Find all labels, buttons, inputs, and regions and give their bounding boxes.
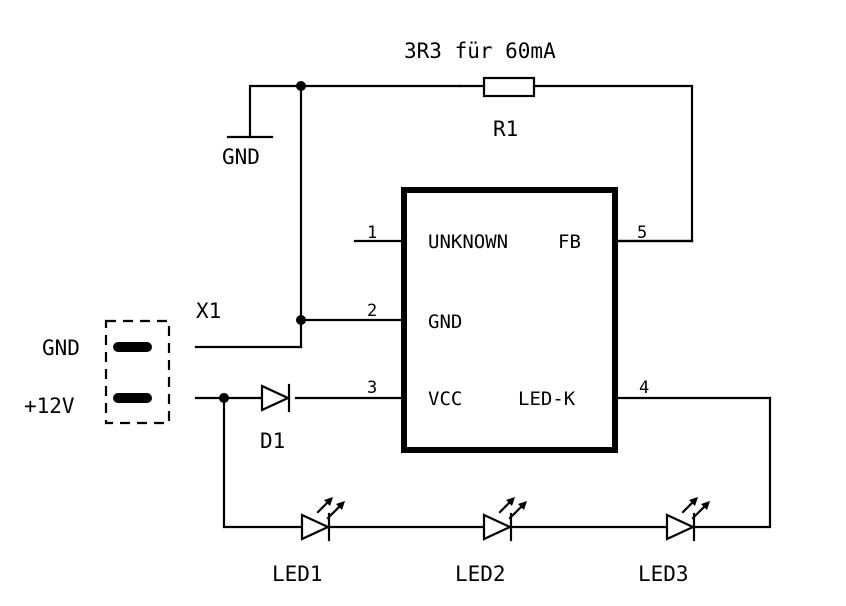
- ic-pin-4: 4 LED-K: [518, 378, 772, 410]
- connector-x1: X1 GND +12V: [24, 299, 221, 425]
- led-label: LED2: [455, 562, 506, 586]
- ic-pin-1: 1 UNKNOWN: [353, 223, 508, 253]
- ic-pin-3: 3 VCC: [294, 378, 462, 410]
- pin-number: 3: [367, 378, 377, 398]
- pin-label-led-k: LED-K: [518, 388, 576, 410]
- pin-label-vcc: VCC: [428, 388, 462, 410]
- pin-label-unknown: UNKNOWN: [428, 231, 508, 253]
- connector-pin-gnd: GND: [42, 336, 80, 360]
- diode-name: D1: [260, 429, 285, 453]
- resistor-name: R1: [493, 117, 518, 141]
- top-net: [248, 84, 694, 349]
- led-3: LED3: [638, 497, 710, 586]
- junction-dot: [296, 315, 306, 325]
- pin-label-fb: FB: [558, 231, 581, 253]
- junctions: [219, 81, 306, 403]
- led-1: LED1: [272, 497, 345, 586]
- pin-label-gnd: GND: [428, 311, 462, 333]
- ground-label: GND: [222, 145, 260, 169]
- connector-wires: [194, 345, 303, 400]
- ground-symbol: GND: [222, 135, 274, 169]
- pin-number: 1: [367, 223, 377, 243]
- led-label: LED1: [272, 562, 323, 586]
- connector-name: X1: [196, 299, 221, 323]
- connector-pin-12v: +12V: [24, 394, 75, 418]
- resistor-value: 3R3 für 60mA: [404, 39, 556, 63]
- diode-d1: D1: [260, 383, 291, 453]
- pin-number: 4: [639, 378, 649, 398]
- ic-pin-5: 5 FB: [558, 223, 694, 253]
- junction-dot: [219, 393, 229, 403]
- pin-number: 5: [637, 223, 647, 243]
- led-2: LED2: [455, 497, 527, 586]
- junction-dot: [296, 81, 306, 91]
- led-chain-wires: [222, 396, 772, 529]
- led-label: LED3: [638, 562, 689, 586]
- resistor-r1: 3R3 für 60mA R1: [404, 39, 556, 141]
- ic-pin-2: 2 GND: [299, 301, 462, 333]
- pin-number: 2: [367, 301, 377, 321]
